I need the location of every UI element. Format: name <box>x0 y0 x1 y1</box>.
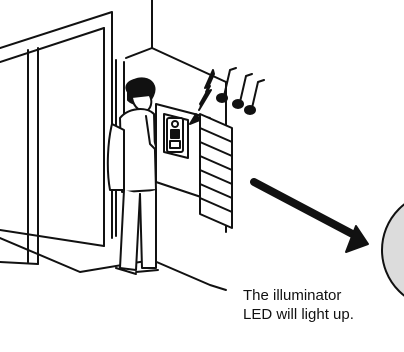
caption-line-1: The illuminator <box>243 286 354 305</box>
zoom-lens <box>382 192 404 308</box>
door-station-unit <box>167 118 183 152</box>
caption-line-2: LED will light up. <box>243 305 354 324</box>
music-notes-icon <box>217 68 264 114</box>
caption-text: The illuminator LED will light up. <box>243 286 354 324</box>
entrance-door <box>0 12 124 264</box>
arrow-icon <box>254 182 368 252</box>
wall-louver <box>200 114 232 228</box>
